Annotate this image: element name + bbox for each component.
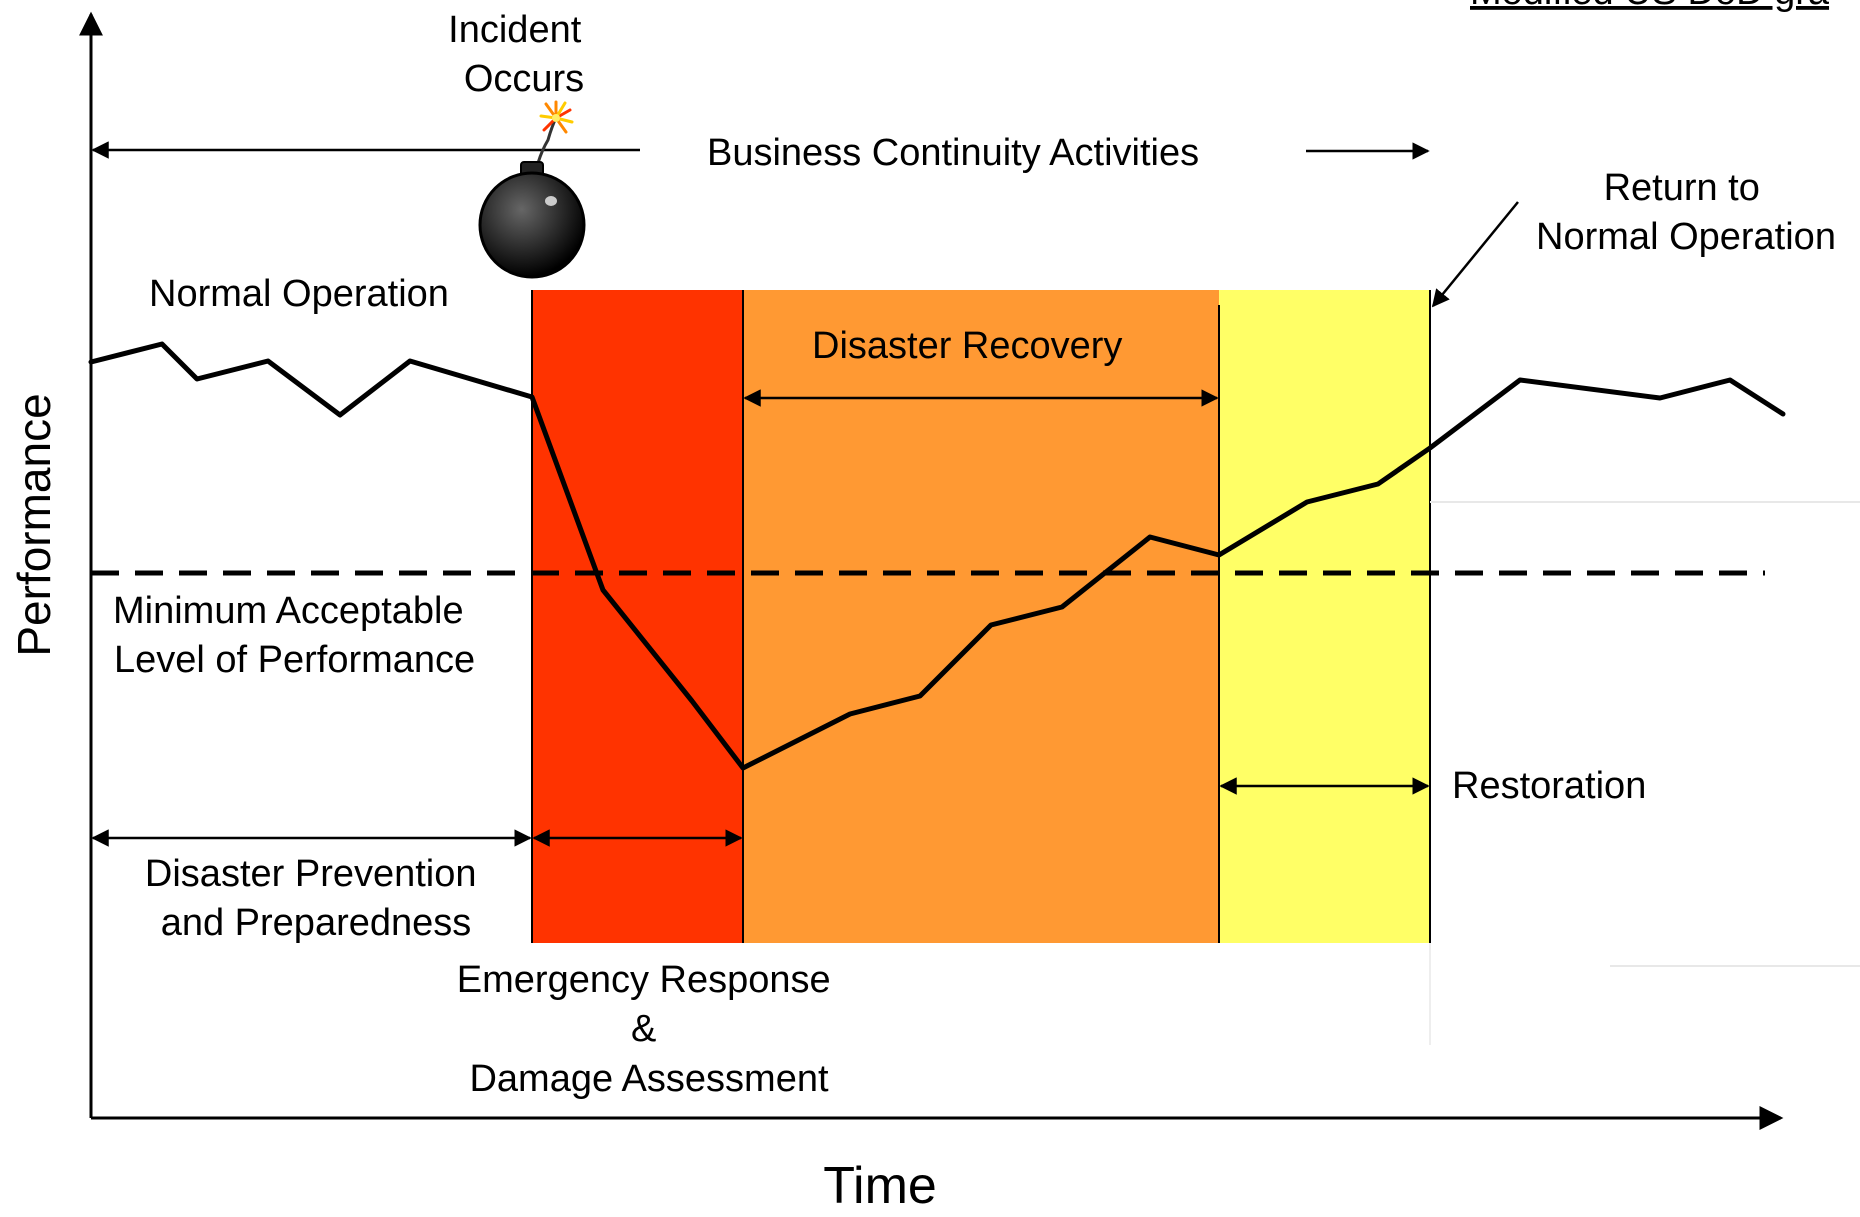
business-continuity-label: Business Continuity Activities — [707, 132, 1199, 174]
incident-label: Incident Occurs — [448, 9, 592, 100]
minimum-level-label: Minimum Acceptable Level of Performance — [113, 590, 475, 681]
performance-curve — [88, 341, 1786, 771]
return-normal-label: Return to Normal Operation — [1536, 167, 1836, 258]
emergency-label: Emergency Response & Damage Assessment — [457, 959, 841, 1100]
bomb-icon — [478, 100, 586, 279]
y-axis-label: Performance — [8, 393, 60, 656]
disaster-recovery-label: Disaster Recovery — [812, 325, 1122, 367]
restoration-phase-band — [1219, 290, 1430, 943]
x-axis-label: Time — [823, 1157, 937, 1215]
source-note: Modified US DoD gra — [1470, 0, 1830, 13]
restoration-label: Restoration — [1452, 765, 1646, 807]
emergency-phase-band — [532, 290, 743, 943]
prevention-label: Disaster Prevention and Preparedness — [145, 853, 487, 944]
normal-operation-label: Normal Operation — [149, 273, 449, 315]
return-normal-pointer — [1431, 201, 1519, 308]
recovery-phase-band — [743, 290, 1219, 943]
